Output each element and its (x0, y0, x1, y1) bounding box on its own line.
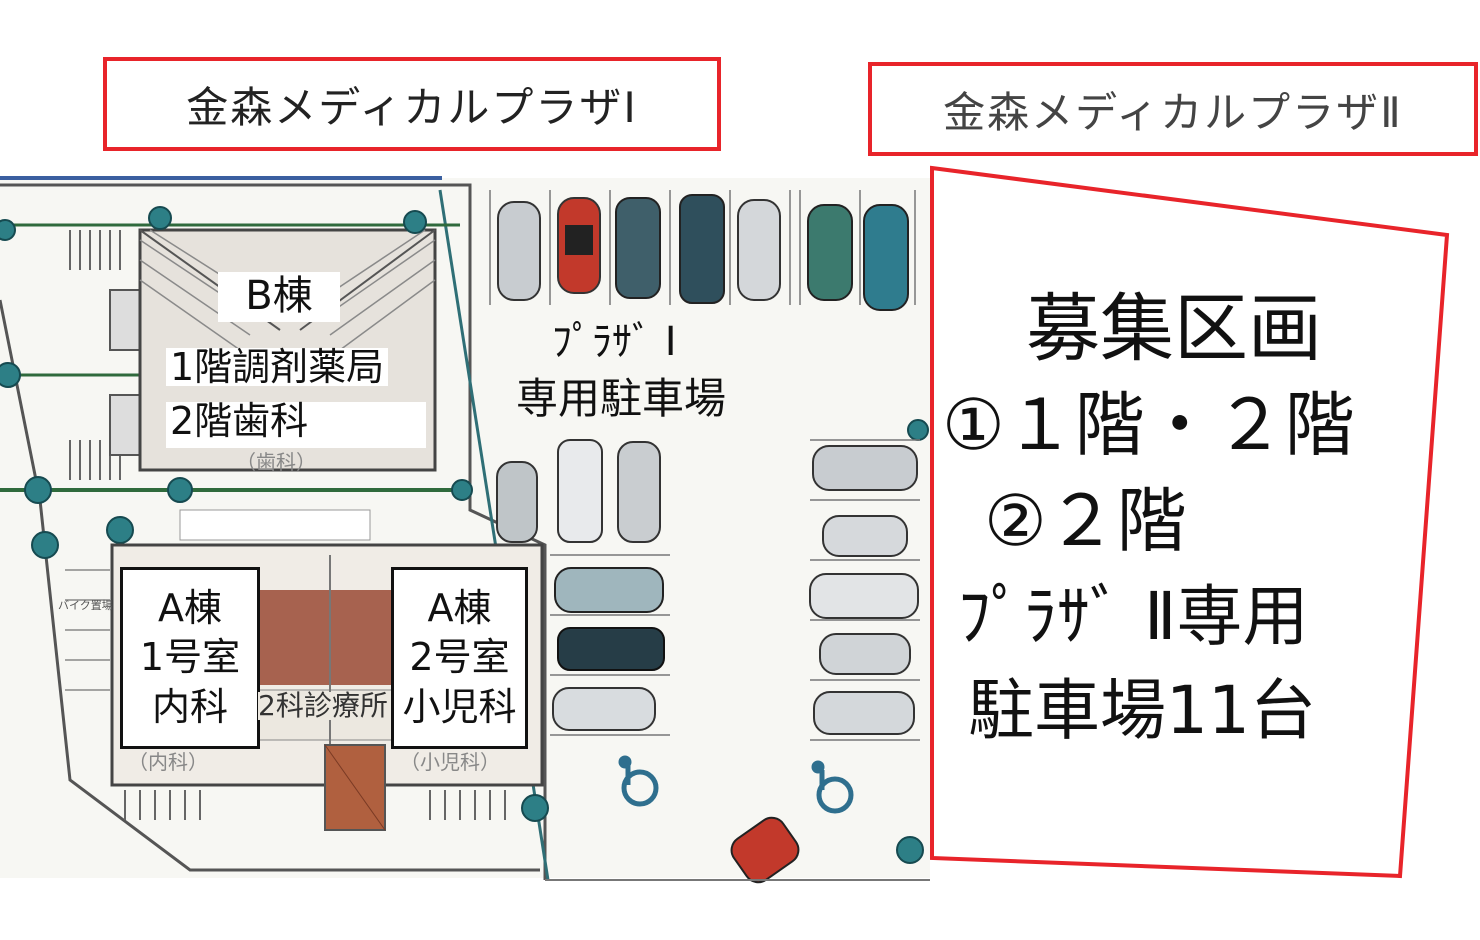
wheelchair-icon (811, 760, 854, 814)
site-boundary (0, 183, 547, 880)
bike-parking-label: バイク置場 (58, 599, 113, 612)
building-b-floor1: 1階調剤薬局 (166, 348, 389, 386)
room1-label-box: A棟 1号室 内科 (120, 567, 260, 749)
car-icon (552, 445, 919, 735)
plaza1-title: 金森メディカルプラザⅠ (186, 82, 638, 132)
recruit-title: 募集区画 (1026, 286, 1322, 372)
room1-building: A棟 (158, 585, 222, 630)
recruit-parking-line2: 駐車場11台 (968, 672, 1316, 749)
parking1-label-line2: 専用駐車場 (516, 374, 727, 423)
plaza1-title-box: 金森メディカルプラザⅠ (103, 57, 721, 151)
room1-number: 1号室 (139, 635, 241, 680)
entrance-block (109, 394, 141, 456)
recruit-area-outline (930, 165, 1450, 879)
bike-parking-lines (65, 569, 110, 691)
room2-faint-label: （小児科） (400, 750, 500, 774)
room1-department: 内科 (151, 684, 228, 729)
entrance-block (109, 289, 141, 351)
car-icon (730, 816, 800, 884)
stair-hatching (69, 230, 121, 480)
clinic-label: 2科診療所 (258, 689, 388, 722)
parking-stalls-top (489, 190, 916, 305)
building-b-floor2: 2階歯科 (166, 402, 426, 448)
building-b-faint-label: （歯科） (236, 450, 316, 474)
left-boundary (0, 299, 540, 872)
parking-stalls-left-column (550, 439, 920, 741)
stair-hatching (124, 790, 506, 820)
tree-icon (0, 206, 929, 864)
car-icon (496, 439, 661, 543)
room2-label-box: A棟 2号室 小児科 (391, 567, 528, 749)
plaza2-title: 金森メディカルプラザⅡ (943, 87, 1403, 137)
recruit-parking-line1: ﾌﾟﾗｻﾞ Ⅱ専用 (958, 578, 1309, 655)
building-b-name: B棟 (218, 272, 340, 322)
room2-building: A棟 (427, 585, 492, 630)
recruit-option-2: ②２階 (984, 480, 1187, 562)
parking1-label-line1: ﾌﾟﾗｻﾞ Ⅰ (552, 319, 677, 365)
recruit-option-1: ①１階・２階 (942, 384, 1355, 466)
room2-number: 2号室 (409, 635, 510, 680)
room1-faint-label: （内科） (128, 750, 208, 774)
car-icon (497, 194, 909, 311)
room2-department: 小児科 (402, 684, 517, 729)
plaza2-title-box: 金森メディカルプラザⅡ (868, 62, 1478, 156)
walkway (179, 509, 371, 541)
wheelchair-icon (618, 755, 659, 807)
